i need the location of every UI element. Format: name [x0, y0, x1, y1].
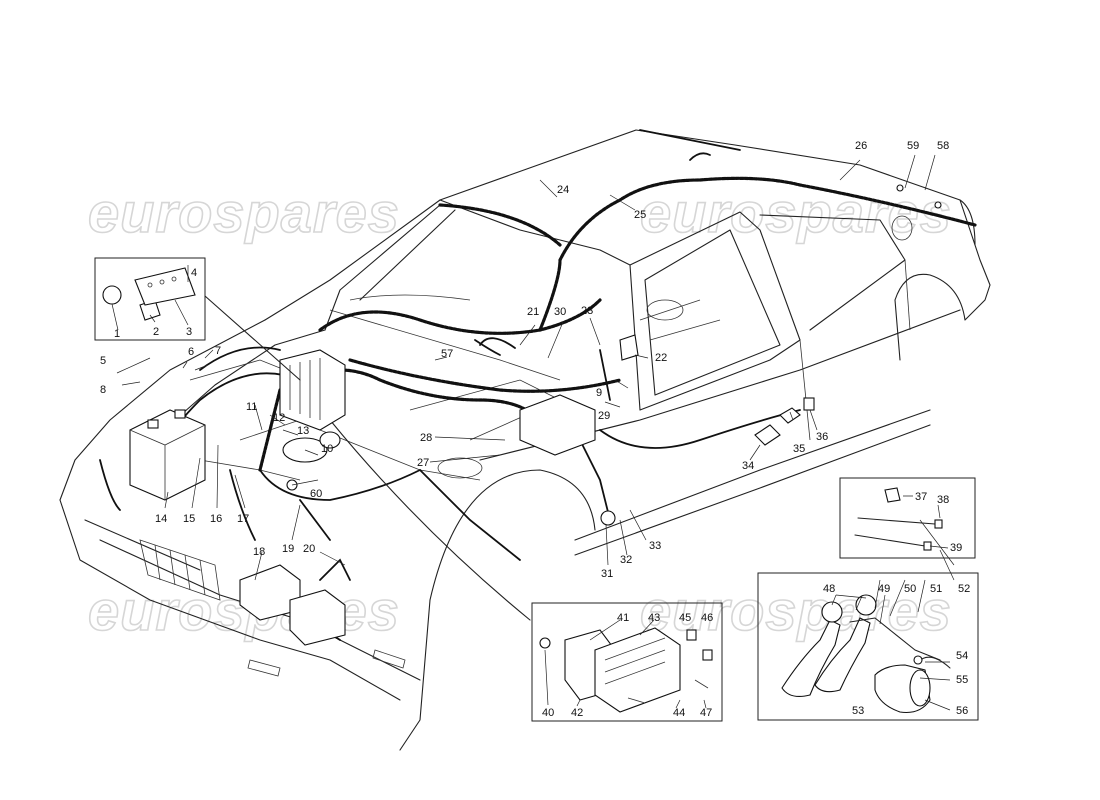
part-label: 3	[186, 326, 192, 338]
inset-leaders	[874, 519, 955, 711]
part-label: 52	[958, 583, 970, 595]
part-label: 28	[420, 432, 432, 444]
part-label: 12	[273, 412, 285, 424]
part-label: 10	[321, 443, 333, 455]
inset-fusebox	[531, 602, 723, 722]
part-label: 39	[950, 542, 962, 554]
part-label: 23	[581, 305, 593, 317]
leader-lines	[116, 154, 936, 581]
part-label: 24	[557, 184, 569, 196]
inset-clips	[839, 477, 976, 559]
part-label: 13	[297, 425, 309, 437]
part-label: 16	[210, 513, 222, 525]
part-label: 30	[554, 306, 566, 318]
part-label: 25	[634, 209, 646, 221]
car-body	[59, 129, 991, 751]
part-label: 58	[937, 140, 949, 152]
part-label: 38	[937, 494, 949, 506]
part-label: 40	[542, 707, 554, 719]
inset-horns	[757, 572, 979, 721]
part-label: 53	[852, 705, 864, 717]
part-label: 46	[701, 612, 713, 624]
part-label: 11	[246, 401, 257, 413]
part-label: 31	[601, 568, 613, 580]
part-label: 54	[956, 650, 968, 662]
part-label: 9	[596, 387, 602, 399]
inset-relays	[94, 257, 301, 381]
part-label: 8	[100, 384, 106, 396]
part-label: 2	[153, 326, 159, 338]
watermark: eurospares	[640, 181, 952, 244]
part-label: 56	[956, 705, 968, 717]
inset-box	[839, 477, 976, 559]
part-label: 57	[441, 348, 453, 360]
part-label: 29	[598, 410, 610, 422]
part-label: 14	[155, 513, 167, 525]
part-label: 18	[253, 546, 265, 558]
part-label: 27	[417, 457, 429, 469]
part-label: 35	[793, 443, 805, 455]
part-label: 17	[237, 513, 249, 525]
part-labels: 1 2 3 4 5 6 7 8 9 10 11 12 13 14 15 16 1…	[100, 140, 970, 719]
inset-box	[531, 602, 723, 722]
watermark: eurospares	[88, 181, 400, 244]
part-label: 51	[930, 583, 942, 595]
part-label: 32	[620, 554, 632, 566]
part-label: 34	[742, 460, 754, 472]
part-label: 33	[649, 540, 661, 552]
part-label: 59	[907, 140, 919, 152]
part-label: 36	[816, 431, 828, 443]
part-label: 26	[855, 140, 867, 152]
part-label: 15	[183, 513, 195, 525]
part-label: 5	[100, 355, 106, 367]
part-label: 4	[191, 267, 197, 279]
inset-box	[94, 257, 206, 341]
part-label: 6	[188, 346, 194, 358]
part-label: 1	[114, 328, 120, 340]
components	[129, 184, 942, 646]
part-label: 42	[571, 707, 583, 719]
part-label: 50	[904, 583, 916, 595]
part-label: 45	[679, 612, 691, 624]
part-label: 41	[617, 612, 629, 624]
part-label: 43	[648, 612, 660, 624]
part-label: 37	[915, 491, 927, 503]
part-label: 49	[878, 583, 890, 595]
part-label: 44	[673, 707, 685, 719]
part-label: 20	[303, 543, 315, 555]
part-label: 55	[956, 674, 968, 686]
part-label: 22	[655, 352, 667, 364]
part-label: 19	[282, 543, 294, 555]
part-label: 60	[310, 488, 322, 500]
part-label: 48	[823, 583, 835, 595]
part-label: 7	[215, 345, 221, 357]
part-label: 47	[700, 707, 712, 719]
part-label: 21	[527, 306, 539, 318]
inset-box	[757, 572, 979, 721]
